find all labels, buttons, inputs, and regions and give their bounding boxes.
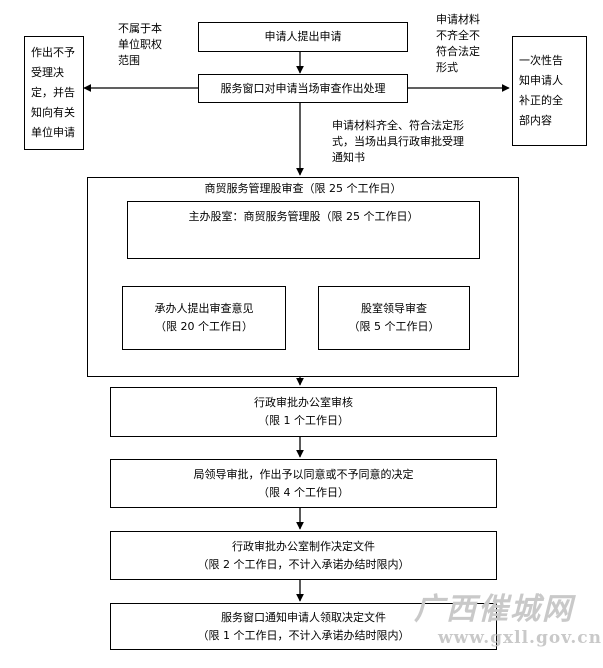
node-text-line: 受理决 bbox=[31, 66, 64, 79]
node-text-line: 知申请人 bbox=[519, 74, 563, 87]
node-text-line: 股室领导审查 bbox=[361, 302, 427, 315]
node-correct: 一次性告知申请人补正的全部内容 bbox=[512, 36, 587, 146]
node-text-line: 部内容 bbox=[519, 114, 552, 127]
node-notify: 服务窗口通知申请人领取决定文件 （限 1 个工作日，不计入承诺办结时限内） bbox=[110, 603, 497, 650]
node-lead-dept: 主办股室：商贸服务管理股（限 25 个工作日） bbox=[127, 201, 480, 259]
node-dept-leader: 股室领导审查 （限 5 个工作日） bbox=[318, 286, 470, 350]
node-text-line: （限 1 个工作日） bbox=[258, 414, 349, 427]
node-text-line: 一次性告 bbox=[519, 54, 563, 67]
node-text-line: 承办人提出审查意见 bbox=[154, 302, 254, 315]
node-text-line: （限 1 个工作日，不计入承诺办结时限内） bbox=[197, 628, 410, 642]
node-text-line: 服务窗口对申请当场审查作出处理 bbox=[220, 81, 386, 95]
node-text-line: 定，并告 bbox=[31, 86, 75, 99]
node-text-line: （限 4 个工作日） bbox=[258, 485, 349, 499]
node-text-line: 行政审批办公室制作决定文件 bbox=[232, 539, 375, 553]
node-text-line: 局领导审批，作出予以同意或不予同意的决定 bbox=[193, 467, 414, 481]
node-text-line: （限 2 个工作日，不计入承诺办结时限内） bbox=[197, 557, 410, 571]
node-bureau: 局领导审批，作出予以同意或不予同意的决定 （限 4 个工作日） bbox=[110, 459, 497, 508]
watermark-url: www.gxll.gov.cn bbox=[438, 628, 602, 648]
label-not-in-scope: 不属于本 单位职权 范围 bbox=[118, 22, 162, 67]
node-text-line: （限 20 个工作日） bbox=[155, 320, 253, 333]
node-text-line: 作出不予 bbox=[31, 46, 75, 59]
node-text-line: 主办股室：商贸服务管理股（限 25 个工作日） bbox=[188, 210, 419, 223]
watermark-logo-text: 广西催城网 bbox=[414, 592, 574, 627]
node-text-line: 商贸服务管理股审查（限 25 个工作日） bbox=[204, 182, 402, 195]
node-reject: 作出不予受理决定，并告知向有关单位申请 bbox=[24, 36, 84, 150]
node-text-line: （限 5 个工作日） bbox=[348, 320, 440, 333]
node-apply: 申请人提出申请 bbox=[198, 22, 408, 52]
node-make-doc: 行政审批办公室制作决定文件 （限 2 个工作日，不计入承诺办结时限内） bbox=[110, 531, 497, 580]
node-text-line: 单位申请 bbox=[31, 126, 75, 139]
label-incomplete: 申请材料 不齐全不 符合法定 形式 bbox=[436, 13, 480, 74]
node-text-line: 补正的全 bbox=[519, 94, 563, 107]
node-handler: 承办人提出审查意见 （限 20 个工作日） bbox=[122, 286, 286, 350]
node-text-line: 服务窗口通知申请人领取决定文件 bbox=[221, 610, 386, 624]
node-text-line: 申请人提出申请 bbox=[264, 30, 342, 43]
node-window: 服务窗口对申请当场审查作出处理 bbox=[198, 74, 408, 103]
node-text-line: 知向有关 bbox=[31, 106, 75, 119]
node-text-line: 行政审批办公室审核 bbox=[254, 396, 353, 409]
node-office-review: 行政审批办公室审核 （限 1 个工作日） bbox=[110, 387, 497, 437]
label-complete: 申请材料齐全、符合法定形 式，当场出具行政审批受理 通知书 bbox=[332, 119, 464, 164]
